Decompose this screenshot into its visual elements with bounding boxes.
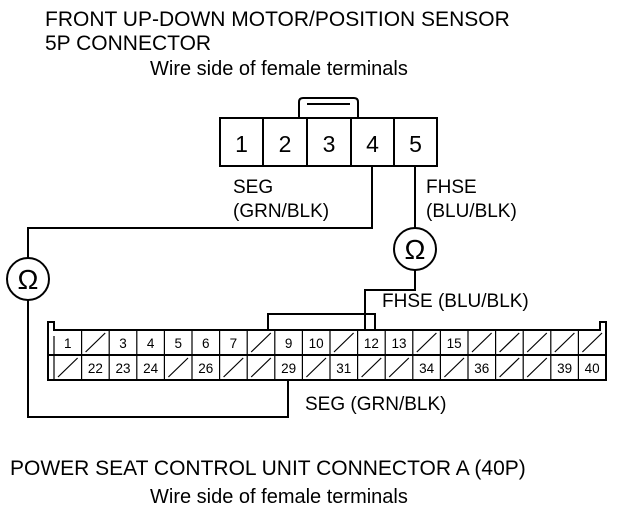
unused-cavity xyxy=(499,332,520,353)
unused-cavity xyxy=(167,357,189,378)
pin-label: 5 xyxy=(409,131,422,157)
unused-cavity xyxy=(57,357,79,378)
cavity-label: 39 xyxy=(557,361,572,376)
unused-cavity xyxy=(305,357,327,378)
cavity-label: 6 xyxy=(202,336,210,351)
five-pin-connector-body xyxy=(219,117,438,167)
unused-cavity xyxy=(581,332,603,353)
seg-wire-top xyxy=(27,166,373,258)
cavity-label: 26 xyxy=(198,361,213,376)
ohmmeter-seg: Ω xyxy=(6,257,50,301)
top-connector-title-line2: 5P CONNECTOR xyxy=(45,32,211,55)
cavity-label: 15 xyxy=(447,336,462,351)
cavity-label: 9 xyxy=(285,336,293,351)
fhse-top-label-line1: FHSE xyxy=(426,177,477,198)
cavity-label: 5 xyxy=(174,336,182,351)
cavity-label: 31 xyxy=(336,361,351,376)
cavity-label: 23 xyxy=(115,361,130,376)
seg-wire-bottom xyxy=(27,300,289,418)
unused-cavity xyxy=(388,357,410,378)
unused-cavity xyxy=(499,357,520,378)
cavity-label: 24 xyxy=(143,361,159,376)
seg-top-label-line2: (GRN/BLK) xyxy=(233,201,329,222)
cavity-label: 7 xyxy=(230,336,238,351)
cavity-label: 36 xyxy=(474,361,489,376)
cavity-label: 4 xyxy=(147,336,155,351)
fhse-top-label-line2: (BLU/BLK) xyxy=(426,201,517,222)
unused-cavity xyxy=(443,357,465,378)
unused-cavity xyxy=(223,357,244,378)
forty-pin-connector-latch xyxy=(267,313,376,330)
cavity-label: 1 xyxy=(64,336,72,351)
ohm-icon: Ω xyxy=(18,264,39,295)
pin-label: 2 xyxy=(279,131,292,157)
top-connector-title-line1: FRONT UP-DOWN MOTOR/POSITION SENSOR xyxy=(45,8,510,31)
cavity-label: 40 xyxy=(585,361,600,376)
unused-cavity xyxy=(471,332,493,353)
unused-cavity xyxy=(250,357,272,378)
cavity-label: 3 xyxy=(119,336,127,351)
pin-label: 3 xyxy=(323,131,336,157)
unused-cavity xyxy=(526,357,548,378)
cavity-label: 12 xyxy=(364,336,379,351)
forty-pin-connector-body xyxy=(47,321,607,381)
unused-cavity xyxy=(333,332,355,353)
cavity-label: 29 xyxy=(281,361,296,376)
pin-label: 4 xyxy=(366,131,379,157)
cavity-label: 22 xyxy=(88,361,103,376)
cavity-label: 34 xyxy=(419,361,435,376)
five-pin-connector-latch xyxy=(298,97,359,118)
fhse-bottom-label: FHSE (BLU/BLK) xyxy=(382,291,529,312)
fhse-wire-bottom xyxy=(364,270,416,330)
cavity-label: 10 xyxy=(309,336,324,351)
bottom-connector-subtitle: Wire side of female terminals xyxy=(150,486,408,508)
unused-cavity xyxy=(250,332,272,353)
unused-cavity xyxy=(554,332,575,353)
seg-top-label-line1: SEG xyxy=(233,177,273,198)
unused-cavity xyxy=(361,357,382,378)
cavity-label: 13 xyxy=(391,336,406,351)
ohm-icon: Ω xyxy=(405,234,426,265)
bottom-connector-title: POWER SEAT CONTROL UNIT CONNECTOR A (40P… xyxy=(10,457,526,480)
ohmmeter-fhse: Ω xyxy=(393,227,437,271)
unused-cavity xyxy=(85,332,106,353)
unused-cavity xyxy=(526,332,548,353)
unused-cavity xyxy=(416,332,437,353)
five-pin-labels: 1 2 3 4 5 xyxy=(235,131,422,157)
top-connector-subtitle: Wire side of female terminals xyxy=(150,58,408,80)
five-pin-connector: 1 2 3 4 5 xyxy=(219,97,438,167)
seg-bottom-label: SEG (GRN/BLK) xyxy=(305,394,446,415)
pin-label: 1 xyxy=(235,131,248,157)
